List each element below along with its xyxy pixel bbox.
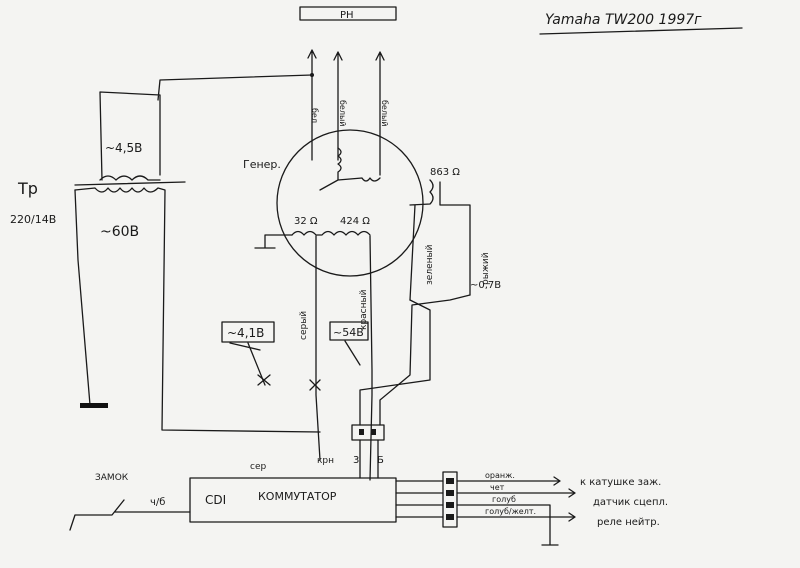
out-pin-3 — [446, 502, 454, 508]
v-grey-box — [221, 321, 275, 343]
probe-x-grey — [257, 374, 271, 386]
v-brown-leader — [344, 340, 361, 366]
ground-bar — [80, 403, 108, 408]
out-pin-2 — [446, 490, 454, 496]
cdi-output-wires — [395, 480, 444, 518]
pin-ser-label: сер — [250, 462, 266, 472]
arrow-bel — [307, 49, 317, 161]
v-brown-label: ~54В — [333, 326, 364, 339]
wire-white2-label: белый — [380, 100, 389, 126]
output-connector — [442, 471, 458, 528]
generator-ground — [254, 234, 293, 249]
pin-3-label: 3 — [353, 455, 359, 466]
transformer-secondary — [74, 187, 321, 433]
v-top-label: ~4,5В — [105, 141, 142, 155]
transformer-label: Тр — [17, 179, 38, 198]
pickup-connector — [351, 424, 385, 441]
stator-windings — [319, 147, 381, 191]
rr-label: РН — [340, 10, 354, 21]
wire-red-label: рыжий — [481, 252, 491, 285]
pin-kr-label: крн — [317, 456, 334, 466]
v-grey-leader — [229, 342, 266, 386]
out-pin-1 — [446, 478, 454, 484]
wire-grey-label: серый — [299, 311, 309, 340]
out-wire-1: оранж. — [485, 471, 515, 480]
lock-wire-label: ч/б — [150, 497, 165, 508]
connector-leads — [359, 439, 379, 479]
lock-label: ЗАМОК — [95, 473, 129, 483]
v-green-label: ~0,7В — [470, 280, 501, 291]
out-dest-4: реле нейтр. — [597, 517, 660, 528]
out-dest-2: датчик сцепл. — [593, 497, 668, 508]
out-arrow-2 — [456, 488, 576, 498]
wire-bel-label: бел — [310, 108, 319, 123]
out-wire-4: голуб/желт. — [485, 507, 536, 516]
cdi-label: CDI — [205, 493, 226, 507]
out-wire-3: голуб — [492, 495, 516, 504]
v-transformer-label: ~60В — [100, 224, 139, 240]
ignition-switch — [69, 499, 191, 531]
wire-white1-label: белый — [338, 100, 347, 126]
cdi-block — [189, 477, 397, 523]
transformer-ratio: 220/14В — [10, 213, 56, 226]
rr-block — [299, 6, 397, 21]
wire-green-run — [359, 299, 431, 426]
connector-pin-1 — [359, 429, 364, 435]
transformer-primary — [74, 189, 91, 406]
pickup-coil — [409, 179, 471, 301]
out-ground-3 — [456, 504, 559, 546]
wire-green-label: зеленый — [425, 244, 435, 285]
ignition-coils — [291, 230, 371, 236]
generator-circle — [276, 129, 424, 277]
arrow-white2 — [375, 51, 385, 176]
out-dest-1: к катушке заж. — [580, 477, 661, 488]
pin-b-label: Б — [377, 455, 384, 466]
probe-x-brown — [309, 379, 321, 391]
out-wire-2: чет — [490, 483, 505, 492]
out-pin-4 — [446, 514, 454, 520]
wire-grey — [315, 235, 321, 461]
coil-4v5 — [99, 74, 313, 181]
connector-pin-2 — [371, 429, 376, 435]
v-grey-label: ~4,1В — [227, 326, 264, 340]
transformer-core — [74, 181, 186, 186]
v-brown-box — [329, 321, 369, 341]
commutator-label: КОММУТАТОР — [258, 490, 337, 503]
out-arrow-4 — [456, 512, 576, 522]
title-underline — [539, 27, 743, 35]
wire-brown-label: красный — [359, 289, 369, 330]
generator-label: Генер. — [243, 158, 281, 171]
arrow-white1 — [333, 51, 343, 161]
diagram-title: Yamaha TW200 1997г — [545, 12, 702, 28]
r-grey-label: 32 Ω — [294, 216, 318, 227]
r-coil-label: 863 Ω — [430, 167, 460, 178]
wire-brown — [369, 235, 373, 481]
r-brown-label: 424 Ω — [340, 216, 370, 227]
wire-red-run — [379, 294, 471, 426]
out-arrow-1 — [456, 476, 561, 486]
